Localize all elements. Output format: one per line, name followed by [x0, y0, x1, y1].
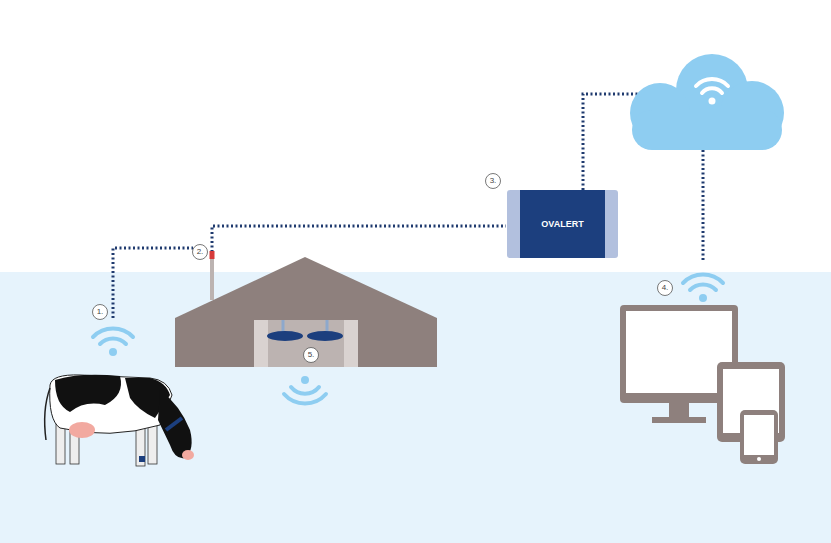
box-label: OVALERT: [525, 219, 599, 229]
cloud: [630, 54, 784, 150]
wire: [113, 94, 703, 318]
cow: [45, 375, 194, 466]
callout-number: 5.: [303, 348, 319, 362]
callout-number: 4.: [657, 281, 673, 295]
device-box: OVALERT: [507, 190, 618, 258]
barn-light: [307, 331, 343, 341]
callout-circle: [93, 174, 673, 363]
antenna: [210, 258, 214, 300]
callout-number: 1.: [92, 305, 108, 319]
wifi-icon: [696, 79, 728, 93]
callout-number: 2.: [192, 245, 208, 259]
computer: [620, 305, 785, 464]
callout-number: 3.: [485, 174, 501, 188]
barn-light: [267, 331, 303, 341]
barn: [175, 257, 437, 367]
